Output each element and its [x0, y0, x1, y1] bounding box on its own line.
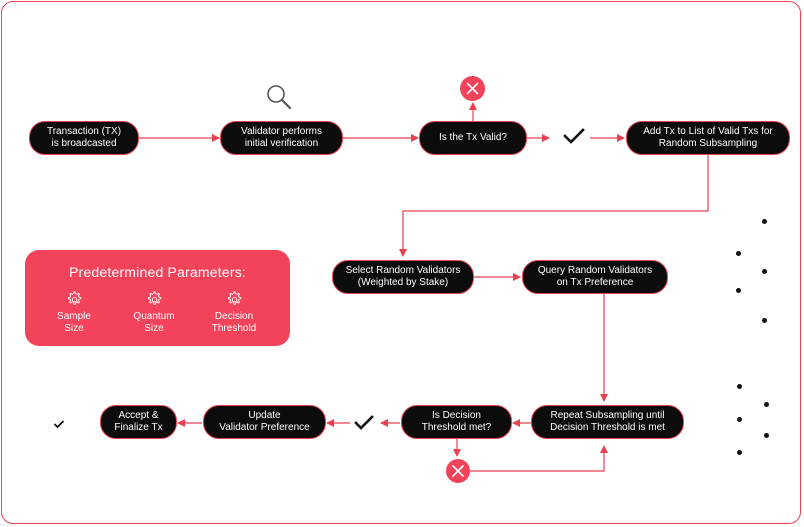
- gear-icon: [67, 291, 82, 305]
- parameter-sample-size: Sample Size: [34, 290, 114, 335]
- valid-check-icon: [563, 128, 585, 144]
- parameter-decision-threshold: Decision Threshold: [194, 290, 274, 335]
- validator-dot: [764, 433, 769, 438]
- node-tx-broadcast: Transaction (TX) is broadcasted: [29, 121, 139, 155]
- node-repeat-subsampling: Repeat Subsampling until Decision Thresh…: [531, 405, 684, 439]
- validator-dot: [737, 417, 742, 422]
- validator-dot: [764, 402, 769, 407]
- gear-icon: [147, 291, 162, 305]
- node-threshold-met: Is Decision Threshold met?: [401, 405, 512, 439]
- node-is-valid: Is the Tx Valid?: [419, 121, 527, 155]
- parameter-quantum-size: Quantum Size: [114, 290, 194, 335]
- magnifier-icon: [267, 85, 292, 110]
- node-query-validators: Query Random Validators on Tx Preference: [522, 260, 668, 294]
- final-check-icon: [53, 420, 65, 429]
- node-update-preference: Update Validator Preference: [203, 405, 326, 439]
- arrow-add-to-select: [399, 155, 709, 257]
- parameters-panel: Predetermined Parameters: Sample Size Qu…: [25, 250, 290, 346]
- validator-dot: [762, 269, 767, 274]
- node-select-validators: Select Random Validators (Weighted by St…: [332, 260, 474, 294]
- parameter-label: Decision Threshold: [211, 311, 257, 334]
- invalid-x-icon: [446, 459, 470, 483]
- parameter-label: Sample Size: [57, 311, 91, 334]
- invalid-x-icon: [460, 76, 485, 101]
- parameters-title: Predetermined Parameters:: [69, 264, 246, 280]
- validator-dot: [762, 219, 767, 224]
- parameter-label: Quantum Size: [133, 311, 175, 334]
- validator-dot: [737, 450, 742, 455]
- valid-check-icon: [354, 415, 374, 430]
- node-accept-finalize: Accept & Finalize Tx: [100, 405, 177, 439]
- node-validator-verify: Validator performs initial verification: [220, 121, 343, 155]
- gear-icon: [227, 291, 242, 305]
- arrow-invalid-to-repeat: [470, 445, 608, 472]
- validator-dot: [762, 318, 767, 323]
- validator-dot: [736, 251, 741, 256]
- validator-dot: [737, 384, 742, 389]
- validator-dot: [736, 288, 741, 293]
- node-add-tx: Add Tx to List of Valid Txs for Random S…: [626, 121, 790, 155]
